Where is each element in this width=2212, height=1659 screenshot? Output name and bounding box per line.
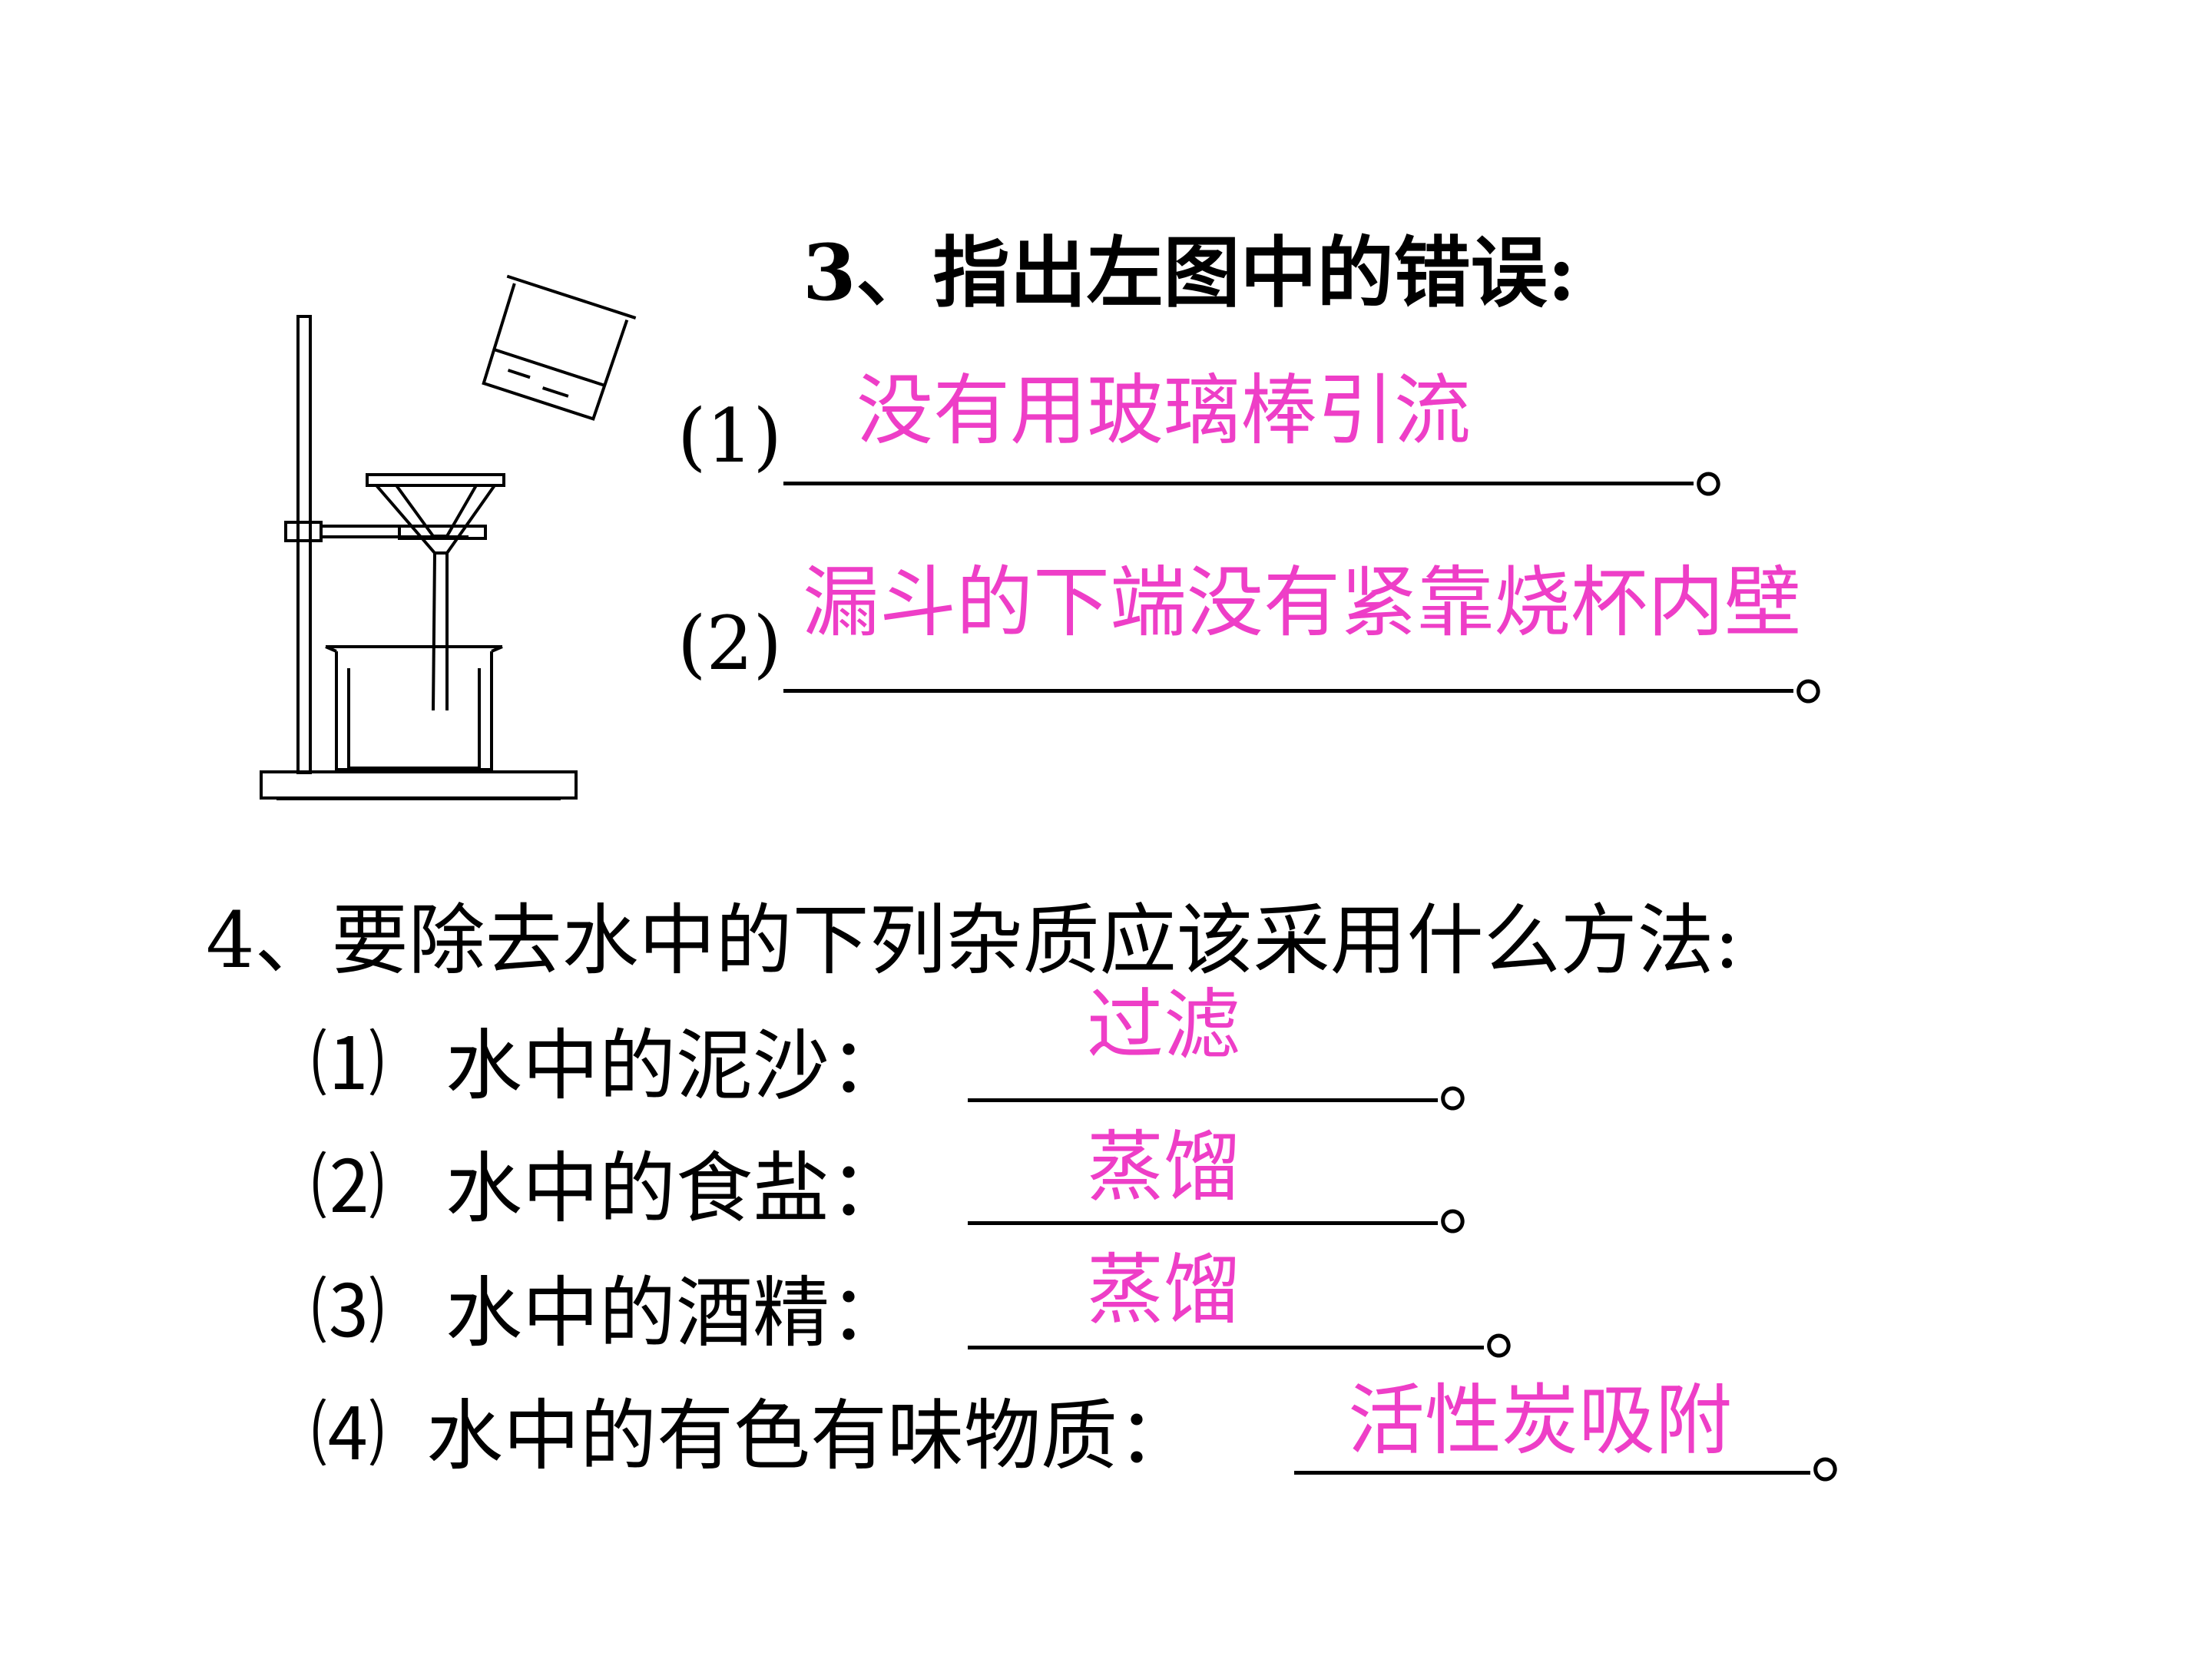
q3-item-2-answer: 漏斗的下端没有紧靠烧杯内壁	[803, 558, 1801, 647]
q3-item-2-period: 。	[1793, 627, 1870, 717]
q4-item-1-period: 。	[1438, 1034, 1515, 1124]
q3-item-1-answer: 没有用玻璃棒引流	[856, 366, 1471, 455]
q3-title: 3、指出左图中的错误:	[803, 227, 1576, 318]
q4-item-4-blank	[1294, 1471, 1810, 1475]
q4-item-1-label: 水中的泥沙：	[445, 1021, 906, 1111]
q4-item-3-blank	[968, 1346, 1484, 1349]
q3-item-1-period: 。	[1694, 419, 1770, 509]
q3-item-2-blank	[783, 689, 1793, 693]
q4-item-4-number: ⑷	[311, 1392, 385, 1478]
q4-title: 4、要除去水中的下列杂质应该采用什么方法:	[206, 896, 1740, 985]
q4-item-4-answer: 活性炭吸附	[1348, 1376, 1732, 1465]
q4-item-2-number: ⑵	[311, 1144, 385, 1230]
q4-item-2-label: 水中的食盐：	[445, 1144, 906, 1233]
q4-item-3-period: 。	[1484, 1281, 1561, 1371]
q4-item-3-number: ⑶	[311, 1269, 385, 1355]
q4-item-1-number: ⑴	[311, 1022, 385, 1108]
q4-item-4-period: 。	[1810, 1405, 1887, 1495]
q4-item-2-blank	[968, 1221, 1438, 1225]
q4-item-1-answer: 过滤	[1087, 980, 1240, 1070]
q4-item-2-period: 。	[1438, 1157, 1515, 1247]
q4-item-2-answer: 蒸馏	[1087, 1122, 1240, 1212]
filtration-apparatus-icon	[260, 274, 637, 800]
q4-item-3-answer: 蒸馏	[1087, 1245, 1240, 1335]
q4-item-4-label: 水中的有色有味物质：	[426, 1391, 1194, 1481]
q4-item-3-label: 水中的酒精：	[445, 1268, 906, 1358]
q3-item-2-number: (2)	[677, 601, 782, 687]
q3-item-1-blank	[783, 482, 1694, 485]
q3-item-1-number: (1)	[677, 393, 782, 479]
q4-item-1-blank	[968, 1098, 1438, 1102]
